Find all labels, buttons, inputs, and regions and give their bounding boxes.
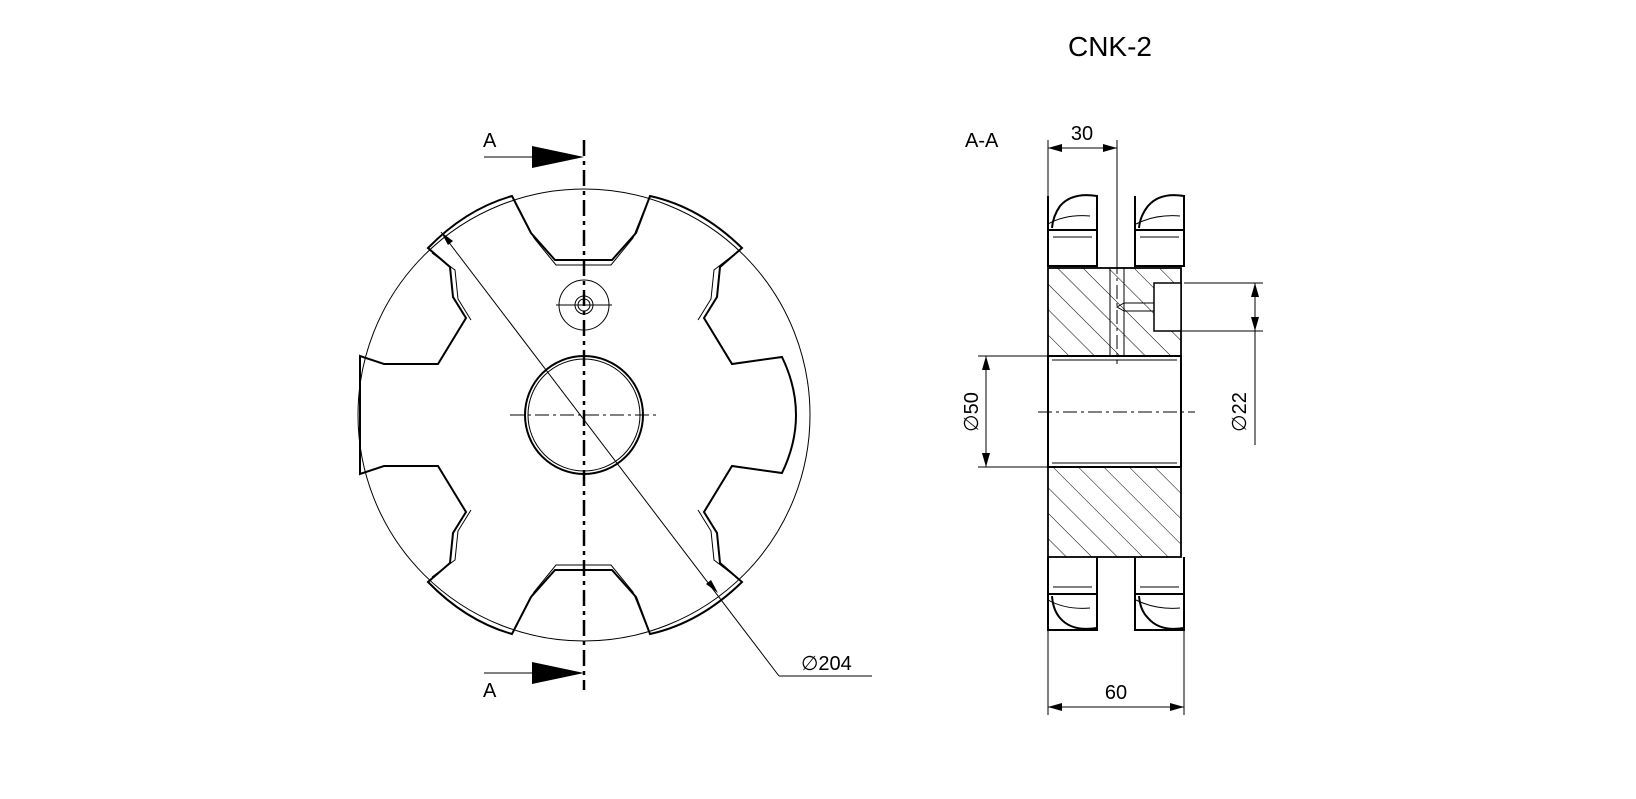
diameter-arrow-upper (441, 232, 453, 245)
dim-22-arrow-top (1251, 283, 1259, 297)
upper-left-jaw (1047, 194, 1098, 267)
section-view-title: A-A (965, 130, 999, 152)
diameter-dimension-line (440, 231, 780, 677)
diameter-label: ∅204 (801, 653, 852, 675)
section-label-top: A (483, 130, 497, 152)
front-view: A A ∅204 (357, 130, 872, 702)
drawing-title: CNK-2 (1068, 31, 1152, 62)
dim-30-label: 30 (1071, 123, 1093, 145)
dim-50-arrow-top (982, 356, 990, 370)
dim-60-arrow-left (1048, 703, 1062, 711)
dim-60-arrow-right (1170, 703, 1184, 711)
lower-right-jaw (1134, 557, 1185, 631)
lower-hatched-section (1047, 466, 1182, 558)
dim-30-arrow-right (1103, 144, 1117, 152)
dim-50-label: ∅50 (961, 392, 983, 432)
diameter-arrow-lower (706, 580, 718, 593)
section-arrow-bottom (532, 662, 584, 684)
dim-30-arrow-left (1048, 144, 1062, 152)
lower-left-jaw (1047, 557, 1098, 631)
section-view: A-A 30 60 (961, 123, 1263, 715)
jaw-star-outline (359, 194, 797, 636)
set-screw-bore (1153, 282, 1182, 332)
section-label-bottom: A (483, 680, 497, 702)
set-screw-thread-lines (1109, 268, 1154, 356)
upper-jaw-inner-lines (1047, 215, 1181, 238)
upper-right-jaw (1134, 194, 1185, 267)
dim-22-label: ∅22 (1229, 392, 1251, 432)
section-arrow-top (532, 146, 584, 168)
dim-50-arrow-bottom (982, 453, 990, 467)
lower-jaw-inner-lines (1047, 586, 1181, 609)
dim-22-arrow-bottom (1251, 317, 1259, 331)
dim-60-label: 60 (1105, 682, 1127, 704)
